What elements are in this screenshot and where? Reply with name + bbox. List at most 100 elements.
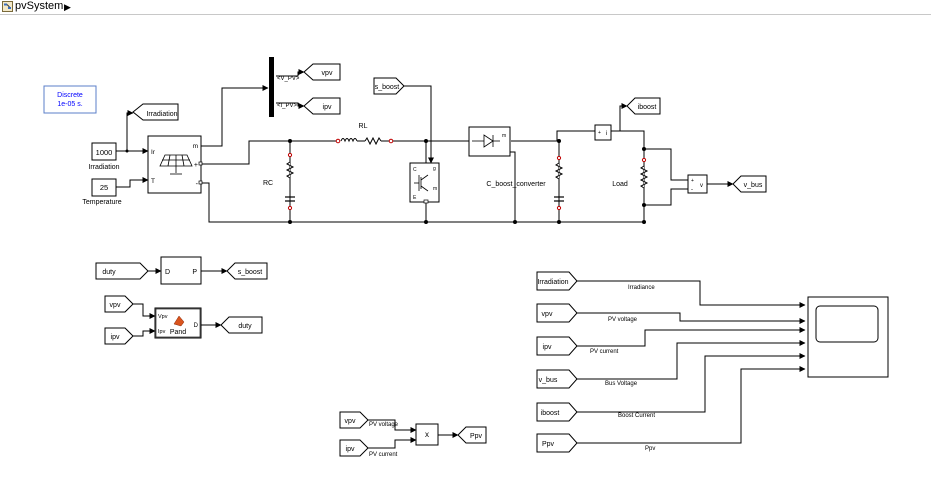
goto-ppv-label: Ppv [470,433,483,440]
goto-v-bus[interactable]: v_bus [732,175,767,193]
current-measurement-block[interactable]: + i [594,124,612,141]
from-s-boost[interactable]: s_boost [373,77,405,95]
current-meter-i: i [606,131,607,137]
from-duty-label: duty [102,269,116,276]
igbt-icon [414,174,429,192]
pv-port-minus: - [196,181,199,188]
voltage-measurement-block[interactable]: + - v [687,174,708,194]
from-irradiation-scope[interactable]: Irradiation [536,271,578,291]
goto-ppv[interactable]: Ppv [457,426,487,444]
powergui-block[interactable]: Discrete 1e-05 s. [43,85,97,114]
model-name-link[interactable]: pvSystem [15,0,64,12]
goto-iboost-label: iboost [638,104,657,111]
goto-vpv[interactable]: vpv [303,63,341,81]
igbt-switch-block[interactable]: g C E m [409,162,440,204]
signal-label-boost-current: Boost Current [618,413,655,419]
goto-s-boost-label: s_boost [238,269,263,276]
product-signal-label-pv-current: PV current [369,452,398,458]
irradiation-label: Irradiation [88,164,119,171]
from-ipv-product[interactable]: ipv [339,439,369,457]
goto-duty[interactable]: duty [220,316,263,334]
bus-selector-out1: <V_PV> [277,76,300,82]
irradiation-constant-block[interactable]: 1000 Irradiation [88,142,120,171]
goto-v-bus-label: v_bus [744,182,763,189]
goto-irradiation[interactable]: Irradiation [132,103,179,121]
from-ipv-mppt[interactable]: ipv [104,327,134,345]
pv-port-m: m [193,143,198,150]
converter-resistor-icon [554,162,564,180]
goto-ipv-label: ipv [323,104,332,111]
signal-wires [116,69,806,449]
from-ppv-scope-label: Ppv [542,441,555,448]
pwm-generator-block[interactable]: D P [160,256,202,285]
signal-label-pv-current: PV current [590,349,619,355]
from-vpv-mppt-label: vpv [110,302,121,309]
igbt-port-m: m [433,186,437,192]
from-ipv-scope[interactable]: ipv [536,336,578,356]
c-boost-converter-label: C_boost_converter [486,181,546,188]
temperature-constant-block[interactable]: 25 Temperature [82,178,122,206]
goto-s-boost[interactable]: s_boost [226,262,268,280]
mppt-port-ipv: Ipv [158,329,166,335]
mppt-name: Pand [170,329,186,336]
inductor-icon [340,138,358,143]
matlab-function-icon [173,315,185,327]
pwm-port-p: P [192,269,197,276]
load-resistor-icon [639,165,649,189]
igbt-port-e: E [413,195,417,201]
from-v-bus-scope[interactable]: v_bus [536,369,578,389]
from-ipv-mppt-label: ipv [111,334,120,341]
from-irradiation-scope-label: Irradiation [537,279,568,286]
rl-branch-block[interactable]: RL [335,123,394,146]
rl-label: RL [359,123,368,130]
wire-junctions [125,139,646,224]
diode-block[interactable]: m [468,126,511,157]
bus-selector-block[interactable]: <V_PV> <I_PV> [269,57,300,117]
product-block[interactable]: x [415,423,439,446]
goto-ipv[interactable]: ipv [303,97,341,115]
from-ipv-product-label: ipv [346,446,355,453]
from-iboost-scope[interactable]: iboost [536,402,578,422]
temperature-label: Temperature [82,199,121,206]
power-wires [201,130,688,223]
signal-label-irradiance: Irradiance [628,285,655,291]
from-vpv-mppt[interactable]: vpv [104,295,134,313]
from-vpv-product[interactable]: vpv [339,411,369,429]
product-symbol: x [425,430,429,439]
scope-block[interactable] [807,296,889,378]
scope-display-icon [815,305,879,343]
pv-port-ir: Ir [151,149,156,156]
goto-iboost[interactable]: iboost [626,97,661,115]
goto-vpv-label: vpv [322,70,333,77]
voltage-meter-minus: - [691,187,693,193]
voltage-meter-v: v [700,183,703,189]
breadcrumb-bar: pvSystem ▶ [0,0,931,15]
product-signal-label-pv-voltage: PV voltage [369,422,399,428]
diode-icon [472,134,500,148]
igbt-port-c: C [413,167,417,173]
from-ppv-scope[interactable]: Ppv [536,433,578,453]
from-s-boost-label: s_boost [375,84,400,91]
resistor-icon [364,136,382,146]
pv-array-block[interactable]: Ir T m + - [147,135,203,194]
from-vpv-scope-label: vpv [542,311,553,318]
from-vpv-scope[interactable]: vpv [536,303,578,323]
bus-selector-out2: <I_PV> [277,103,298,109]
current-meter-plus: + [598,130,601,136]
mppt-port-vpv: Vpv [158,314,168,320]
rc-branch-block[interactable]: RC [263,152,295,211]
rc-resistor-icon [285,161,295,179]
signal-label-bus-voltage: Bus Voltage [605,381,638,387]
signal-label-ppv: Ppv [645,446,655,452]
rc-label: RC [263,180,273,187]
from-v-bus-scope-label: v_bus [539,377,558,384]
breadcrumb-arrow-icon[interactable]: ▶ [64,2,71,12]
from-vpv-product-label: vpv [345,418,356,425]
powergui-line2: 1e-05 s. [57,101,82,108]
signal-label-pv-voltage: PV voltage [608,317,638,323]
c-boost-converter-block[interactable]: C_boost_converter [486,155,564,211]
from-ipv-scope-label: ipv [543,344,552,351]
mppt-function-block[interactable]: Vpv Ipv D Pand [154,307,202,339]
from-duty[interactable]: duty [95,262,149,280]
load-block[interactable]: Load [612,157,649,189]
